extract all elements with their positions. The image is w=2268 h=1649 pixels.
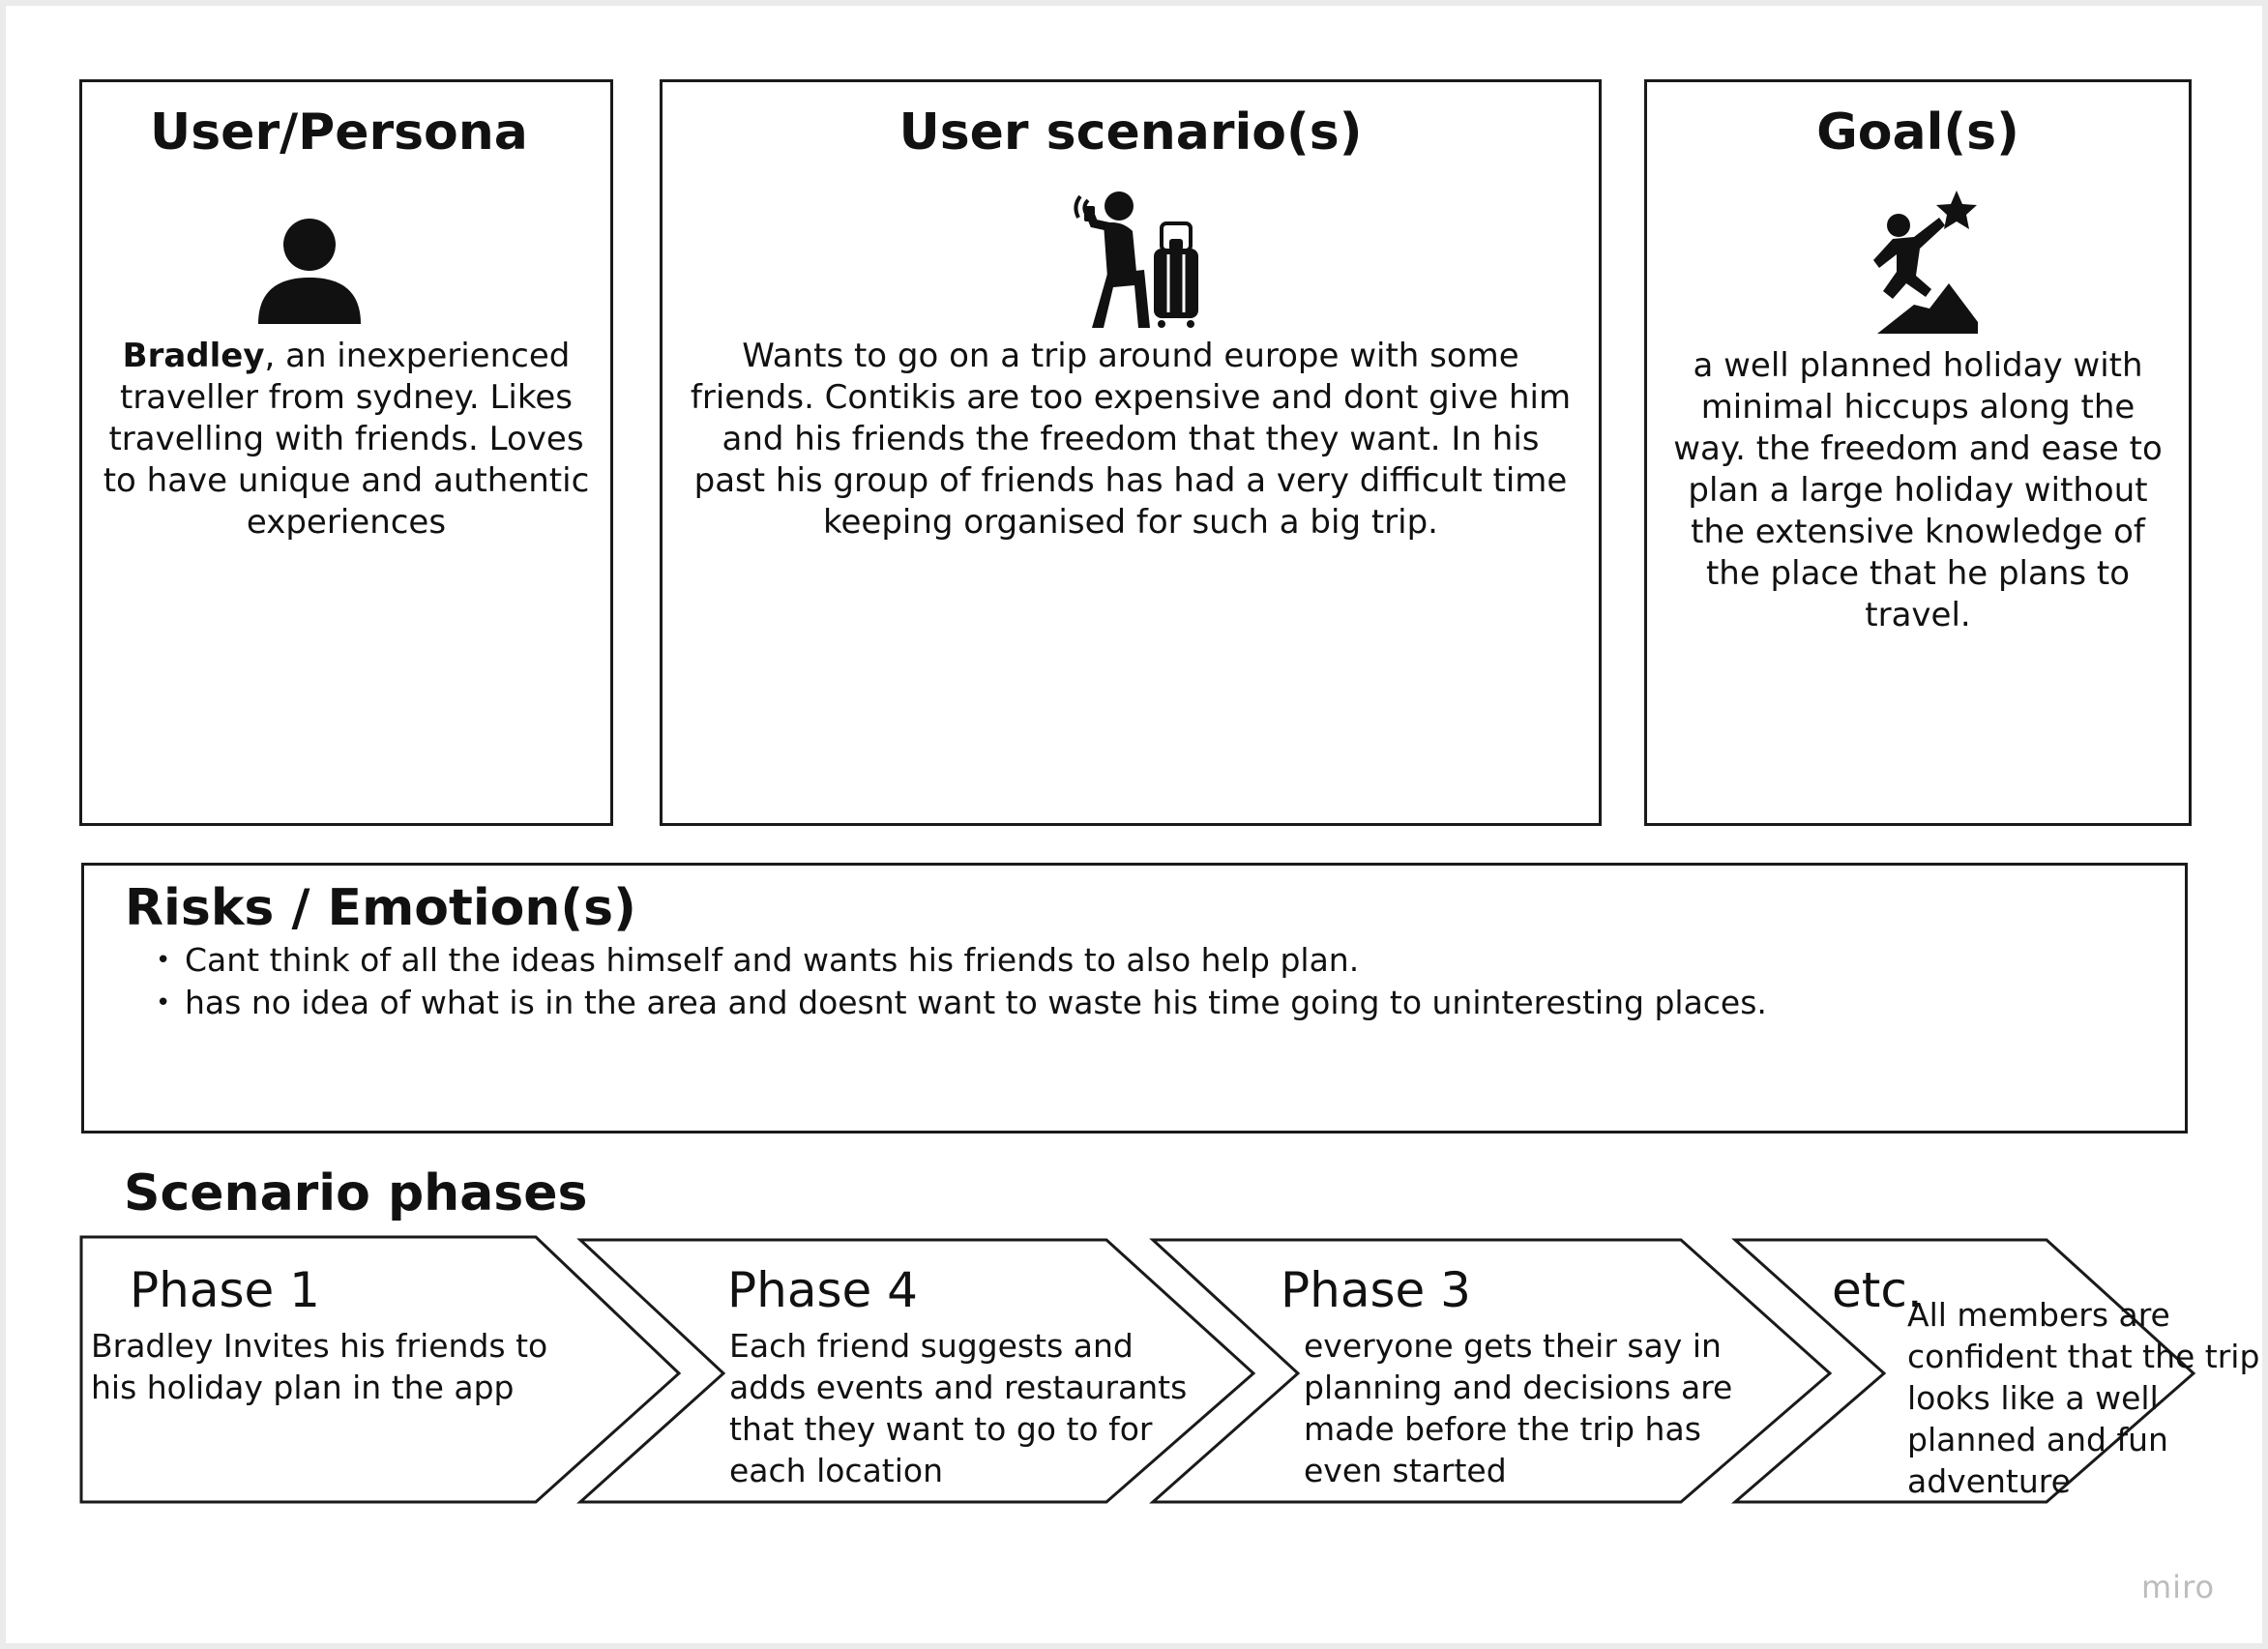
- persona-description-text: , an inexperienced traveller from sydney…: [103, 337, 590, 542]
- scenario-text: Wants to go on a trip around europe with…: [690, 337, 1572, 542]
- persona-name: Bradley: [122, 337, 265, 375]
- scenario-title: User scenario(s): [898, 103, 1363, 162]
- risks-card[interactable]: Risks / Emotion(s) •Cant think of all th…: [81, 863, 2188, 1134]
- goals-card[interactable]: Goal(s) a well planned holiday with mini…: [1644, 79, 2192, 826]
- goals-text: a well planned holiday with minimal hicc…: [1673, 346, 2163, 634]
- risk-item: •has no idea of what is in the area and …: [156, 982, 1767, 1024]
- phase-4-title: etc.: [1832, 1262, 1923, 1318]
- scenario-phases-title: Scenario phases: [124, 1164, 588, 1222]
- phase-1-text: Bradley Invites his friends to his holid…: [91, 1327, 548, 1406]
- persona-card[interactable]: User/Persona Bradley, an inexperienced t…: [79, 79, 613, 826]
- risks-list: •Cant think of all the ideas himself and…: [156, 939, 1767, 1024]
- miro-board: User/Persona Bradley, an inexperienced t…: [6, 6, 2262, 1643]
- risk-item: •Cant think of all the ideas himself and…: [156, 939, 1767, 982]
- miro-watermark: miro: [2141, 1569, 2216, 1605]
- goals-title: Goal(s): [1816, 103, 2019, 162]
- phase-4-text: All members are confident that the trip …: [1907, 1296, 2260, 1500]
- bullet-icon: •: [156, 988, 171, 1017]
- person-icon: [256, 216, 363, 326]
- bullet-icon: •: [156, 946, 171, 975]
- persona-description: Bradley, an inexperienced traveller from…: [94, 336, 599, 544]
- phase-2-text: Each friend suggests and adds events and…: [729, 1327, 1188, 1489]
- scenario-card[interactable]: User scenario(s): [660, 79, 1602, 826]
- risks-title: Risks / Emotion(s): [125, 879, 636, 937]
- phase-3-text: everyone gets their say in planning and …: [1304, 1327, 1733, 1489]
- phase-3-title: Phase 3: [1281, 1262, 1471, 1318]
- phase-2-title: Phase 4: [727, 1262, 918, 1318]
- persona-title: User/Persona: [150, 103, 528, 162]
- traveler-with-luggage-icon: [1069, 185, 1204, 330]
- climber-reaching-star-icon: [1864, 191, 1980, 336]
- phase-1-title: Phase 1: [130, 1262, 320, 1318]
